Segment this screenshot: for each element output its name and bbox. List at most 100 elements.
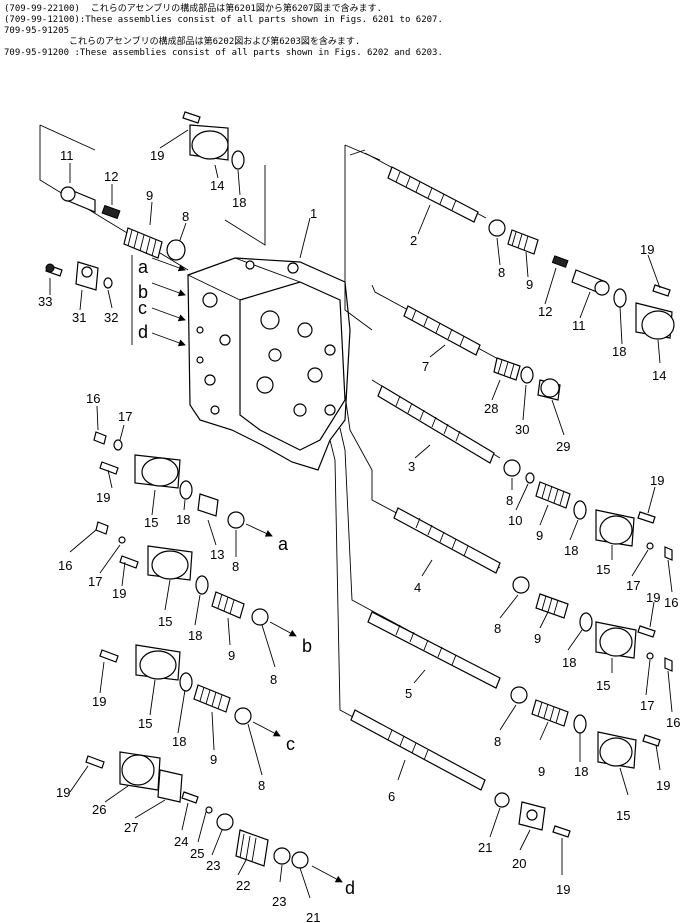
callout-17: 17: [88, 574, 102, 589]
callout-4: 4: [414, 580, 421, 595]
callout-8: 8: [494, 621, 501, 636]
callout-14: 14: [210, 178, 224, 193]
callout-19: 19: [556, 882, 570, 897]
spool-5: [339, 427, 501, 689]
callout-25: 25: [190, 846, 204, 861]
right-upper-end-group: [488, 219, 675, 340]
header-line-4: これらのアセンブリの構成部品は第6202図および第6203図を含みます.: [4, 37, 361, 47]
callout-20: 20: [512, 856, 526, 871]
callout-33: 33: [38, 294, 52, 309]
callout-19: 19: [650, 473, 664, 488]
port-letter-c-out: c: [286, 734, 295, 754]
callout-21: 21: [306, 910, 320, 923]
callout-19: 19: [646, 590, 660, 605]
header-line-3: 709-95-91205: [4, 26, 70, 36]
port-letter-d-in: d: [138, 322, 148, 342]
right-spool3-end-group: [503, 459, 673, 561]
callout-18: 18: [176, 512, 190, 527]
callout-18: 18: [562, 655, 576, 670]
port-letter-b-out: b: [302, 636, 312, 656]
left-group-d: [85, 751, 343, 883]
header-line-2: (709-99-12100):These assemblies consist …: [4, 15, 443, 25]
callout-31: 31: [72, 310, 86, 325]
spool-7: [371, 284, 501, 361]
spool-3: [371, 379, 501, 464]
port-arrows-in: [131, 255, 186, 347]
figure-header: (709-99-22100) これらのアセンブリの構成部品は第6201図から第6…: [4, 4, 684, 59]
callout-14: 14: [652, 368, 666, 383]
callout-15: 15: [144, 515, 158, 530]
callout-21: 21: [478, 840, 492, 855]
callout-16: 16: [664, 595, 678, 610]
callout-9: 9: [146, 188, 153, 203]
plug-group: [493, 357, 561, 401]
callout-8: 8: [494, 734, 501, 749]
callout-3: 3: [408, 459, 415, 474]
callout-13: 13: [210, 547, 224, 562]
header-line-1: (709-99-22100) これらのアセンブリの構成部品は第6201図から第6…: [4, 4, 383, 14]
header-line-5: 709-95-91200 :These assemblies consist o…: [4, 48, 443, 58]
callout-9: 9: [526, 277, 533, 292]
callout-27: 27: [124, 820, 138, 835]
callout-9: 9: [228, 648, 235, 663]
port-letter-b-in: b: [138, 282, 148, 302]
callout-17: 17: [118, 409, 132, 424]
callout-7: 7: [422, 359, 429, 374]
callout-26: 26: [92, 802, 106, 817]
callout-19: 19: [96, 490, 110, 505]
callout-23: 23: [272, 894, 286, 909]
valve-body: [187, 257, 351, 471]
callout-15: 15: [616, 808, 630, 823]
left-group-c: [99, 644, 281, 737]
cover-plate-group: [45, 261, 113, 291]
callout-12: 12: [538, 304, 552, 319]
port-letter-c-in: c: [138, 298, 147, 318]
spool-2: [344, 144, 487, 331]
callout-2: 2: [410, 233, 417, 248]
top-left-parts: [39, 111, 266, 271]
callout-17: 17: [626, 578, 640, 593]
callout-8: 8: [506, 493, 513, 508]
spool-4: [344, 394, 501, 574]
port-letter-d-out: d: [345, 878, 355, 898]
callout-11: 11: [60, 148, 74, 163]
cap-plate-group: [494, 792, 571, 838]
callout-15: 15: [596, 562, 610, 577]
callout-8: 8: [270, 672, 277, 687]
callout-18: 18: [574, 764, 588, 779]
callout-18: 18: [232, 195, 246, 210]
callout-9: 9: [534, 631, 541, 646]
callout-10: 10: [508, 513, 522, 528]
callout-18: 18: [564, 543, 578, 558]
callout-32: 32: [104, 310, 118, 325]
callout-16: 16: [86, 391, 100, 406]
spool-6: [329, 439, 486, 791]
callout-18: 18: [188, 628, 202, 643]
callout-5: 5: [405, 686, 412, 701]
callout-18: 18: [612, 344, 626, 359]
callout-17: 17: [640, 698, 654, 713]
callout-16: 16: [666, 715, 680, 730]
callout-30: 30: [515, 422, 529, 437]
left-group-b: [95, 521, 297, 637]
callout-19: 19: [656, 778, 670, 793]
callout-8: 8: [498, 265, 505, 280]
callout-1: 1: [310, 206, 317, 221]
callout-22: 22: [236, 878, 250, 893]
callout-9: 9: [210, 752, 217, 767]
callout-8: 8: [232, 559, 239, 574]
callout-9: 9: [536, 528, 543, 543]
callout-29: 29: [556, 439, 570, 454]
callout-19: 19: [150, 148, 164, 163]
callout-8: 8: [258, 778, 265, 793]
callout-24: 24: [174, 834, 188, 849]
callout-15: 15: [158, 614, 172, 629]
callout-15: 15: [138, 716, 152, 731]
callout-23: 23: [206, 858, 220, 873]
port-letter-a-out: a: [278, 534, 289, 554]
callout-19: 19: [640, 242, 654, 257]
callout-19: 19: [56, 785, 70, 800]
right-spool5-end-group: [510, 686, 661, 769]
port-letter-a-in: a: [138, 257, 149, 277]
